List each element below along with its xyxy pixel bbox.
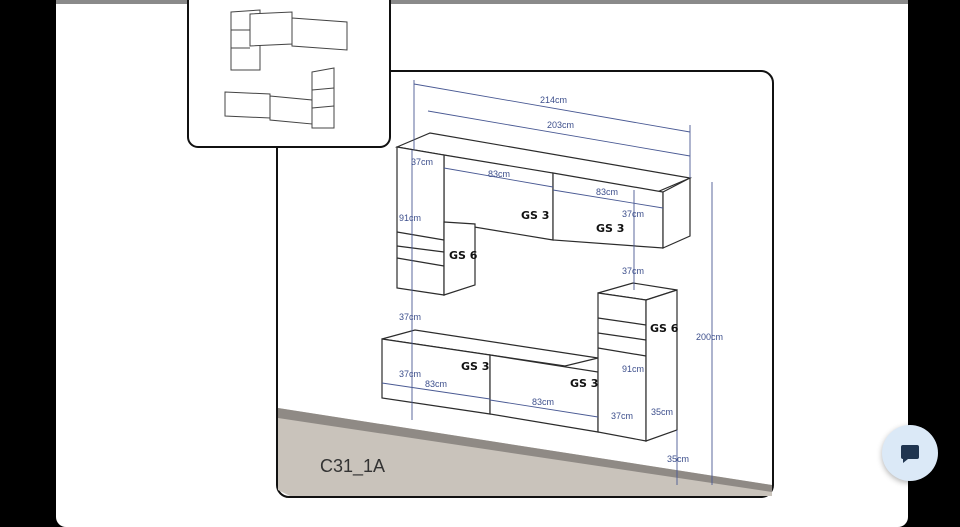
label-bottom-gs3-b: GS 3 [570, 377, 598, 390]
dim-gap-left: 37cm [399, 312, 421, 322]
dim-top-unit-2: 83cm [596, 187, 618, 197]
dim-bottom-unit-2: 83cm [532, 397, 554, 407]
dim-total-width: 214cm [540, 95, 567, 105]
top-scroll-bar [56, 0, 908, 4]
dim-right-tall-width: 37cm [611, 411, 633, 421]
dimension-lines [381, 80, 713, 485]
dim-right-tall-depth: 35cm [651, 407, 673, 417]
label-right-gs6: GS 6 [650, 322, 679, 335]
inset-thumbnail [187, 0, 391, 148]
chat-button[interactable] [882, 425, 938, 481]
dim-top-width: 203cm [547, 120, 574, 130]
dim-right-tall-height: 91cm [622, 364, 644, 374]
label-top-gs3-b: GS 3 [596, 222, 624, 235]
dim-top-unit-1: 83cm [488, 169, 510, 179]
label-left-gs6: GS 6 [449, 249, 478, 262]
floor-edge [278, 408, 772, 492]
chat-bubble-icon [901, 445, 919, 463]
dim-bottom-height: 37cm [399, 369, 421, 379]
label-top-gs3-a: GS 3 [521, 209, 549, 222]
dim-bottom-unit-1: 83cm [425, 379, 447, 389]
dim-left-tall-height: 91cm [399, 213, 421, 223]
dim-floor-clearance: 35cm [667, 454, 689, 464]
dim-total-height: 200cm [696, 332, 723, 342]
top-units [394, 132, 693, 296]
dim-left-depth: 37cm [411, 157, 433, 167]
dim-gap-right: 37cm [622, 266, 644, 276]
model-code: C31_1A [320, 456, 385, 477]
label-bottom-gs3-a: GS 3 [461, 360, 489, 373]
dim-top-height: 37cm [622, 209, 644, 219]
